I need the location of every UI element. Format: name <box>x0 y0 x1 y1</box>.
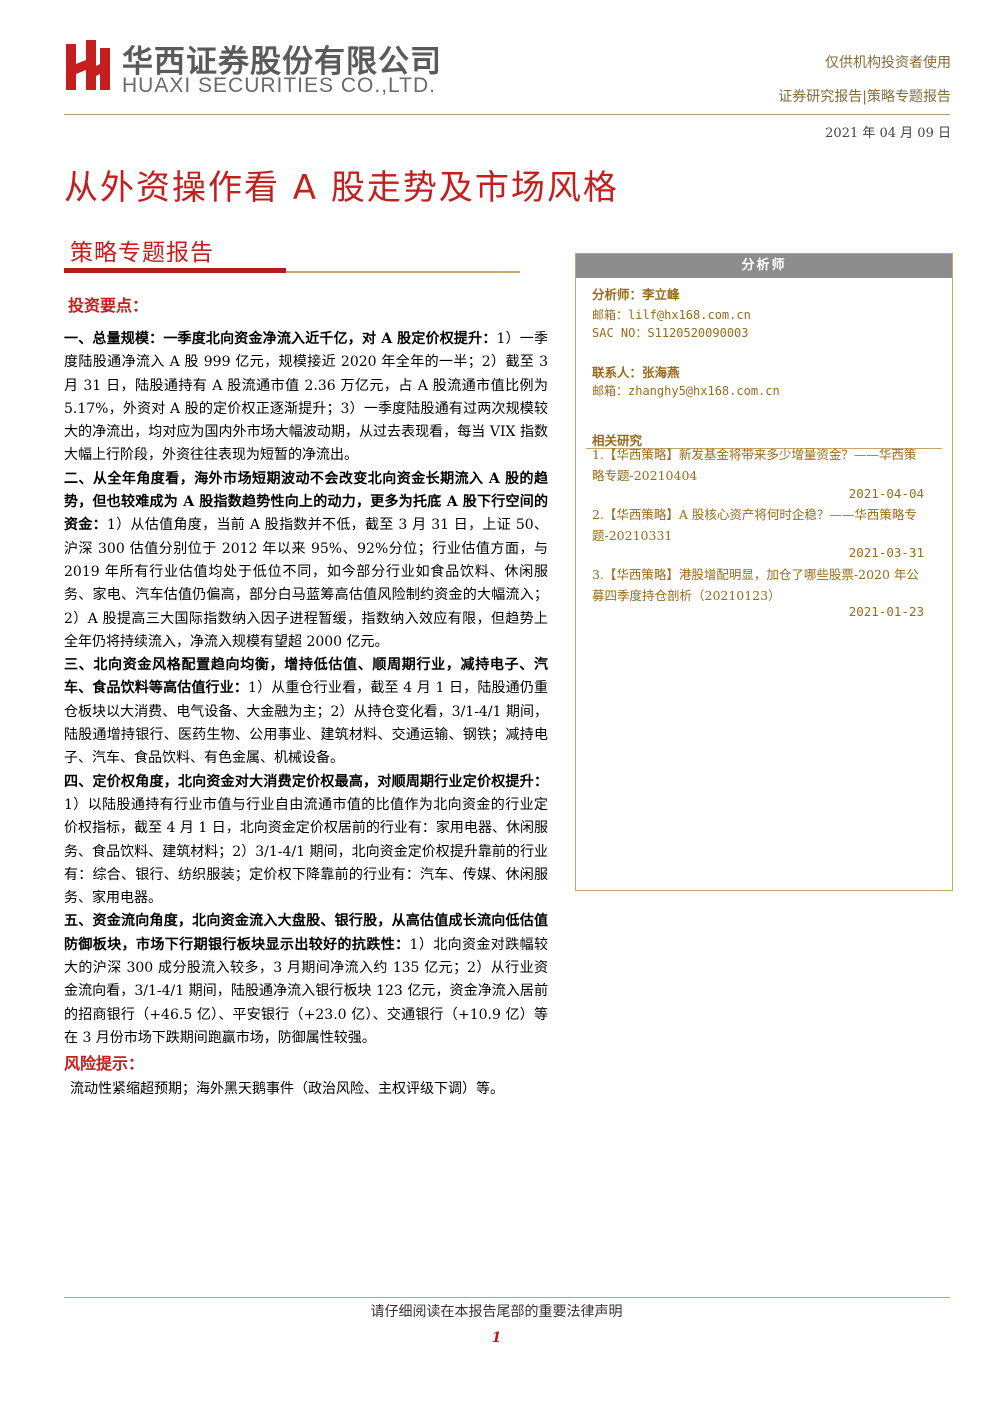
analyst-email: 邮箱：lilf@hx168.com.cn <box>592 308 751 322</box>
risk-body: 流动性紧缩超预期；海外黑天鹅事件（政治风险、主权评级下调）等。 <box>70 1081 504 1098</box>
key-point-5-lead: 五、资金流向角度，北向资金流入大盘股、银行股，从高估值成长流向低估值防御板块，市… <box>64 913 548 953</box>
key-point-4-lead: 四、定价权角度，北向资金对大消费定价权最高，对顺周期行业定价权提升： <box>64 773 548 790</box>
analyst-header: 分析师 <box>576 254 952 278</box>
related-research-date: 2021-03-31 <box>848 545 924 560</box>
report-type-label: 策略专题报告 <box>70 240 214 266</box>
analyst-sidebar: 分析师 分析师：李立峰 邮箱：lilf@hx168.com.cn SAC NO：… <box>575 253 953 891</box>
report-category: 证券研究报告|策略专题报告 <box>778 89 951 105</box>
legal-notice: 请仔细阅读在本报告尾部的重要法律声明 <box>370 1304 623 1320</box>
key-points-section: 投资要点： 一、总量规模：一季度北向资金净流入近千亿，对 A 股定价权提升：1）… <box>64 296 548 1102</box>
header-divider <box>64 114 950 115</box>
analyst-sac-number: SAC NO：S1120520090003 <box>592 326 749 340</box>
title-underline-red <box>64 268 286 273</box>
related-research-divider <box>586 448 942 449</box>
company-name-cn: 华西证券股份有限公司 <box>122 44 442 80</box>
key-point-1-body: 1）一季度陆股通净流入 A 股 999 亿元，规模接近 2020 年全年的一半；… <box>64 331 548 464</box>
contact-email: 邮箱：zhanghy5@hx168.com.cn <box>592 384 780 398</box>
key-point-5: 五、资金流向角度，北向资金流入大盘股、银行股，从高估值成长流向低估值防御板块，市… <box>64 910 548 1050</box>
audience-note: 仅供机构投资者使用 <box>825 55 951 71</box>
related-research-date: 2021-04-04 <box>848 486 924 501</box>
key-point-4: 四、定价权角度，北向资金对大消费定价权最高，对顺周期行业定价权提升： 1）以陆股通… <box>64 771 548 911</box>
key-point-1-lead: 一、总量规模：一季度北向资金净流入近千亿，对 A 股定价权提升： <box>64 331 497 347</box>
page-number: 1 <box>491 1330 502 1346</box>
key-point-2-lead: 二、从全年角度看，海外市场短期波动不会改变北向资金长期流入 A 股的趋势，但也较… <box>64 470 548 534</box>
key-point-3: 三、北向资金风格配置趋向均衡，增持低估值、顺周期行业，减持电子、汽车、食品饮料等… <box>64 654 548 770</box>
key-point-3-body: 1）从重仓行业看，截至 4 月 1 日，陆股通仍重仓板块以大消费、电气设备、大金… <box>64 680 548 767</box>
document-title: 从外资操作看 A 股走势及市场风格 <box>64 168 619 208</box>
key-point-2-body: 1）从估值角度，当前 A 股指数并不低，截至 3 月 31 日，上证 50、沪深… <box>64 517 548 650</box>
related-research-date: 2021-01-23 <box>848 604 924 619</box>
footer-divider <box>64 1297 950 1298</box>
title-underline-gold <box>286 271 520 273</box>
company-name-en: HUAXI SECURITIES CO.,LTD. <box>122 74 436 97</box>
risk-heading: 风险提示： <box>64 1054 145 1074</box>
related-research-item[interactable]: 2.【华西策略】A 股核心资产将何时企稳？——华西策略专题-20210331 <box>592 507 917 543</box>
contact-name: 联系人：张海燕 <box>592 365 680 380</box>
related-research-item[interactable]: 1.【华西策略】新发基金将带来多少增量资金？——华西策略专题-20210404 <box>592 447 917 483</box>
key-point-5-body: 1）北向资金对跌幅较大的沪深 300 成分股流入较多，3 月期间净流入约 135… <box>64 936 548 1046</box>
related-research-heading: 相关研究 <box>592 433 643 448</box>
key-point-4-body: 1）以陆股通持有行业市值与行业自由流通市值的比值作为北向资金的行业定价权指标，截… <box>64 796 548 907</box>
key-points-heading: 投资要点： <box>68 296 149 315</box>
key-point-2: 二、从全年角度看，海外市场短期波动不会改变北向资金长期流入 A 股的趋势，但也较… <box>64 468 548 654</box>
report-date: 2021 年 04 月 09 日 <box>825 126 951 141</box>
analyst-name: 分析师：李立峰 <box>592 287 680 302</box>
related-research-item[interactable]: 3.【华西策略】港股增配明显，加仓了哪些股票-2020 年公募四季度持仓剖析（2… <box>592 567 919 603</box>
key-point-1: 一、总量规模：一季度北向资金净流入近千亿，对 A 股定价权提升：1）一季度陆股通… <box>64 328 548 468</box>
key-point-3-lead: 三、北向资金风格配置趋向均衡，增持低估值、顺周期行业，减持电子、汽车、食品饮料等… <box>64 657 548 697</box>
huaxi-logo-icon <box>66 40 110 90</box>
